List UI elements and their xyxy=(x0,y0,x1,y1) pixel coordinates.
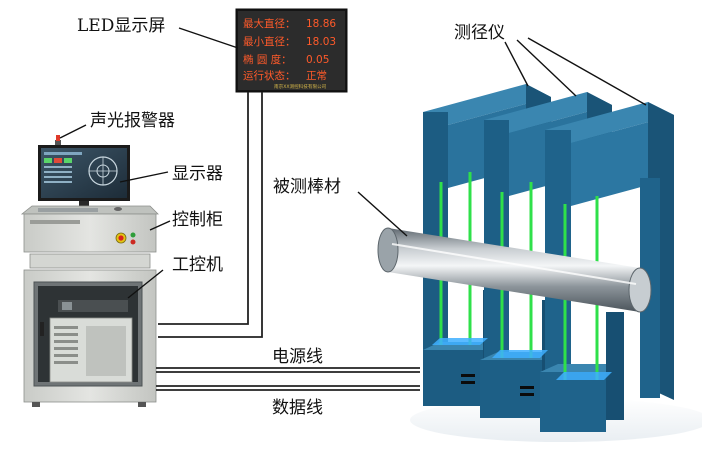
led-cable-2 xyxy=(158,92,263,338)
control-cabinet xyxy=(20,135,159,407)
led-cable-1 xyxy=(158,92,249,325)
leader-gauge-1 xyxy=(504,41,529,87)
led-value-min: 18.03 xyxy=(306,36,336,48)
led-label-ovality: 椭 圆 度： xyxy=(243,53,292,66)
led-display: 最大直径： 18.86 最小直径： 18.03 椭 圆 度： 0.05 运行状态… xyxy=(235,8,348,93)
label-cabinet: 控制柜 xyxy=(172,210,223,230)
led-footer: 南京XX测控科技有限公司 xyxy=(274,83,327,90)
label-led-screen: LED显示屏 xyxy=(77,16,165,36)
leader-cabinet xyxy=(149,220,171,231)
alarm-beacon xyxy=(55,135,61,145)
measured-rod xyxy=(377,227,652,313)
led-label-max: 最大直径： xyxy=(243,17,296,30)
connector-slots xyxy=(461,374,534,396)
receiver-plates xyxy=(432,338,612,380)
label-power-line: 电源线 xyxy=(272,347,323,367)
led-label-min: 最小直径： xyxy=(243,35,296,48)
label-data-line: 数据线 xyxy=(272,398,323,418)
leader-rod xyxy=(357,191,408,237)
cables xyxy=(156,92,420,391)
leader-lines xyxy=(59,27,647,299)
leader-led xyxy=(178,27,239,49)
label-gauge: 测径仪 xyxy=(454,23,505,43)
leader-ipc xyxy=(127,269,164,299)
leader-gauge-2 xyxy=(516,39,577,97)
led-value-max: 18.86 xyxy=(306,18,336,30)
label-alarm: 声光报警器 xyxy=(90,111,175,131)
leader-monitor xyxy=(119,171,169,183)
leader-gauge-3 xyxy=(527,37,647,106)
label-monitor: 显示器 xyxy=(172,164,223,184)
led-value-ovality: 0.05 xyxy=(306,54,329,66)
label-ipc: 工控机 xyxy=(172,255,223,275)
diameter-gauge-assembly xyxy=(377,84,702,442)
monitor xyxy=(38,145,130,209)
led-label-status: 运行状态： xyxy=(243,69,296,82)
led-value-status: 正常 xyxy=(306,69,327,82)
ipc-unit xyxy=(49,300,133,383)
label-rod: 被测棒材 xyxy=(273,177,341,197)
leader-alarm xyxy=(59,124,87,139)
